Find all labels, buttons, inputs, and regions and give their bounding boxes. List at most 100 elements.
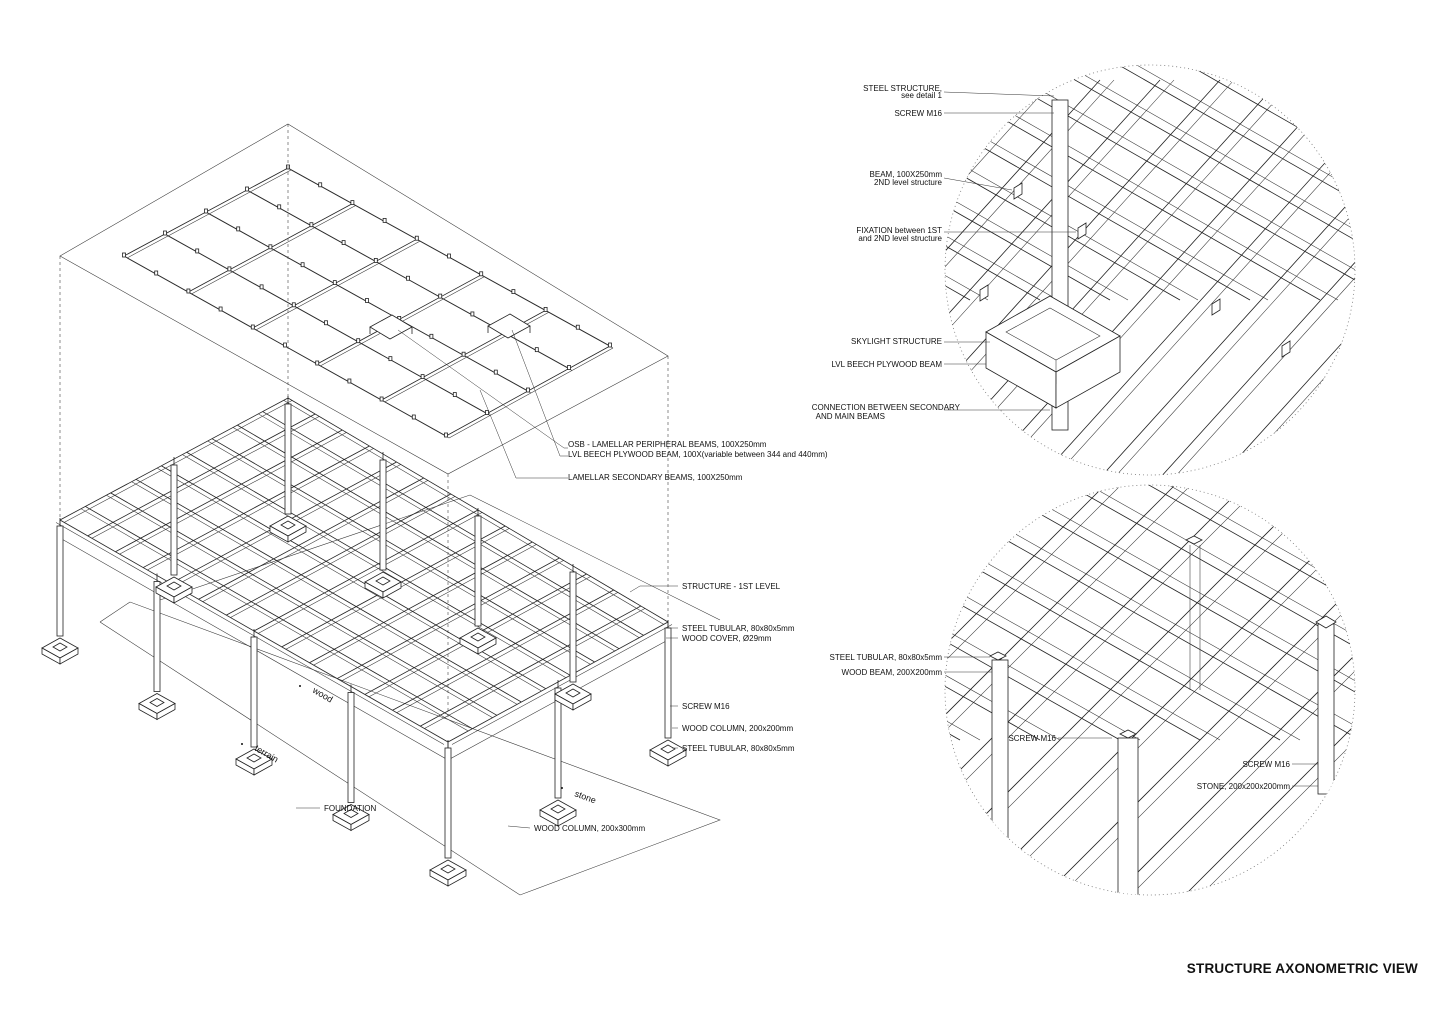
grid-beam-edge bbox=[131, 481, 518, 705]
d1-beam-edge bbox=[1153, 79, 1355, 475]
label-steel-tubular-2: STEEL TUBULAR, 80x80x5mm bbox=[682, 744, 795, 753]
wood-column bbox=[250, 636, 258, 748]
d1-beam-edge bbox=[1333, 79, 1355, 475]
d2-beam-edge bbox=[945, 485, 1127, 895]
d1-beam-edge bbox=[945, 65, 1339, 301]
label-d1-connection-2: AND MAIN BEAMS bbox=[816, 412, 885, 421]
wood-column bbox=[474, 515, 482, 627]
foundation-side bbox=[382, 581, 402, 599]
roof-fixation bbox=[186, 288, 191, 294]
drawing-title: STRUCTURE AXONOMETRIC VIEW bbox=[1187, 961, 1418, 976]
grid-beam bbox=[262, 411, 644, 636]
d1-beam bbox=[1380, 80, 1444, 500]
foundations bbox=[41, 515, 687, 887]
roof-beam-edge bbox=[167, 235, 491, 416]
foundation-plate bbox=[166, 581, 182, 591]
label-d2-screw-b: SCREW M16 bbox=[1242, 760, 1290, 769]
d2-beam-edge bbox=[1400, 480, 1444, 740]
foundation-side bbox=[59, 647, 79, 665]
wood-column bbox=[554, 687, 562, 799]
label-lvl-beech-beam: LVL BEECH PLYWOOD BEAM, 100X(variable be… bbox=[568, 450, 828, 459]
roof-fixation bbox=[283, 342, 287, 348]
d1-beam bbox=[945, 79, 1101, 475]
roof-fixation bbox=[575, 324, 580, 330]
roof-fixation bbox=[382, 217, 387, 223]
wood-column bbox=[153, 581, 161, 692]
foundation-plate bbox=[440, 864, 456, 874]
d1-beam bbox=[1109, 65, 1355, 301]
roof-beam-frame bbox=[122, 164, 614, 439]
d1-beam bbox=[480, 60, 900, 300]
roof-fixation bbox=[479, 271, 484, 277]
grid-beam bbox=[253, 509, 479, 632]
label-d1-fixation: FIXATION between 1ST bbox=[856, 226, 942, 235]
label-foundation: FOUNDATION bbox=[324, 804, 377, 813]
d2-beam bbox=[945, 485, 1355, 741]
d2-beam-edge bbox=[1195, 485, 1355, 895]
foundation-side bbox=[287, 525, 307, 543]
foundation-plate bbox=[52, 642, 68, 652]
d1-beam bbox=[959, 79, 1341, 475]
label-d1-skylight: SKYLIGHT STRUCTURE bbox=[851, 337, 942, 346]
foundation-plate bbox=[660, 744, 676, 754]
d1-beam-edge bbox=[1213, 79, 1355, 475]
d1-beam bbox=[1199, 79, 1355, 475]
grid-beam bbox=[87, 413, 316, 537]
d2-beam-edge bbox=[1125, 485, 1355, 895]
label-steel-tubular-1: STEEL TUBULAR, 80x80x5mm bbox=[682, 624, 795, 633]
d1-beam bbox=[1319, 79, 1355, 475]
d1-beam-edge bbox=[1273, 79, 1355, 475]
roof-fixation bbox=[429, 333, 434, 339]
d2-beam bbox=[1249, 485, 1355, 895]
roof-fixation bbox=[526, 387, 530, 393]
d1-beam bbox=[1039, 65, 1355, 301]
roof-fixation bbox=[309, 222, 314, 228]
grid-beam-edge bbox=[147, 448, 374, 571]
grid-beam-edge bbox=[283, 400, 665, 625]
d2-beam-edge bbox=[945, 485, 1141, 741]
d2-beam-edge bbox=[945, 485, 1061, 741]
foundation-side bbox=[557, 809, 577, 827]
grid-beam bbox=[237, 424, 620, 650]
roof-fixation bbox=[204, 208, 208, 214]
roof-skylight-right bbox=[487, 313, 531, 339]
roof-fixation bbox=[163, 230, 167, 236]
roof-fixation bbox=[259, 284, 264, 290]
d2-beam bbox=[945, 485, 1041, 741]
roof-fixation bbox=[534, 347, 539, 353]
roof-beam-edge bbox=[290, 169, 614, 349]
d1-beam-edge bbox=[1197, 65, 1355, 301]
tag-stone: stone bbox=[573, 788, 597, 805]
grid-beam-edge bbox=[91, 416, 320, 539]
grid-beam-edge bbox=[424, 608, 645, 729]
grid-beam bbox=[420, 605, 642, 727]
d1-fixation bbox=[1013, 182, 1023, 200]
d2-beam bbox=[945, 485, 1111, 895]
tag-wood: wood bbox=[310, 685, 334, 705]
d1-beam bbox=[1019, 79, 1355, 475]
d2-beam bbox=[1390, 480, 1444, 900]
grid-beam bbox=[161, 465, 546, 690]
d1-beam-edge bbox=[945, 65, 1059, 301]
grid-beam bbox=[226, 493, 452, 616]
label-d2-steel-tubular: STEEL TUBULAR, 80x80x5mm bbox=[830, 653, 943, 662]
d2-beam-edge bbox=[1239, 485, 1355, 741]
foundation-plate bbox=[565, 688, 581, 698]
roof-fixation bbox=[277, 204, 282, 210]
label-d1-fixation-2: and 2ND level structure bbox=[858, 234, 942, 243]
d2-beam bbox=[1059, 485, 1355, 741]
grid-beam bbox=[135, 478, 522, 703]
d2-beam bbox=[945, 485, 1121, 741]
roof-fixation bbox=[447, 253, 451, 259]
wood-column bbox=[170, 464, 178, 576]
detail-2-column-connection: STEEL TUBULAR, 80x80x5mm WOOD BEAM, 200X… bbox=[830, 480, 1444, 900]
label-osb-peripheral-beams: OSB - LAMELLAR PERIPHERAL BEAMS, 100X250… bbox=[568, 440, 767, 449]
grid-beam-edge bbox=[257, 512, 483, 634]
foundation-plate bbox=[246, 753, 262, 763]
roof-fixation bbox=[365, 298, 369, 303]
d1-beam bbox=[945, 65, 1041, 301]
foundation-side bbox=[173, 586, 193, 604]
d2-beam bbox=[945, 485, 1321, 895]
grid-beam-edge bbox=[63, 400, 293, 523]
detail-2-columns bbox=[989, 535, 1337, 895]
